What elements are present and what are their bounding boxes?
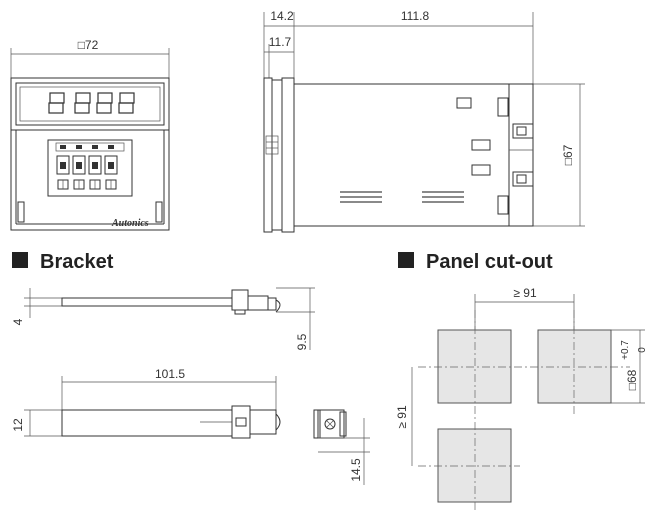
vent-slots — [340, 191, 464, 203]
panel-cutout-dim: □68 — [625, 369, 639, 390]
display-window — [15, 82, 165, 126]
cutout-top-left — [437, 329, 512, 404]
bracket-width-dim: 12 — [11, 418, 25, 432]
panel-pitch-v-dim: ≥ 91 — [395, 405, 409, 429]
cover-hinge-left — [17, 201, 25, 223]
side-depth-bezel-dim: 11.7 — [269, 35, 292, 49]
cutout-bottom-left — [437, 428, 512, 503]
brand-logo: Autonics — [111, 218, 149, 229]
bracket-section: Bracket 4 9.5 101.5 12 — [11, 251, 370, 485]
panel-pitch-h-dim: ≥ 91 — [513, 286, 537, 300]
front-view: □72 — [10, 38, 170, 231]
side-depth-front-dim: 14.2 — [270, 9, 294, 23]
thumbwheel-switches — [47, 139, 133, 197]
panel-cutout-tol-lower: 0 — [637, 347, 648, 353]
front-width-dim: □72 — [78, 38, 99, 52]
panel-heading: Panel cut-out — [426, 251, 553, 273]
front-body — [10, 77, 170, 231]
seven-segment-digits — [48, 92, 135, 114]
panel-heading-square — [398, 252, 414, 268]
bracket-heading: Bracket — [40, 251, 114, 273]
bracket-thickness-dim: 4 — [11, 318, 25, 325]
cutout-top-right — [537, 329, 612, 404]
bracket-clip-dim: 14.5 — [349, 458, 363, 482]
bracket-height-dim: 9.5 — [295, 333, 309, 350]
side-height-dim: □67 — [561, 144, 575, 165]
side-depth-total-dim: 111.8 — [401, 9, 430, 23]
bracket-heading-square — [12, 252, 28, 268]
panel-cutout-tol-upper: +0.7 — [620, 340, 631, 360]
cover-hinge-right — [155, 201, 163, 223]
side-view: 14.2 111.8 11.7 □67 — [263, 9, 585, 233]
panel-cutout-section: Panel cut-out ≥ 91 ≥ 91 □68 +0.7 0 — [395, 251, 648, 510]
side-body — [293, 83, 534, 227]
bracket-length-dim: 101.5 — [155, 367, 185, 381]
